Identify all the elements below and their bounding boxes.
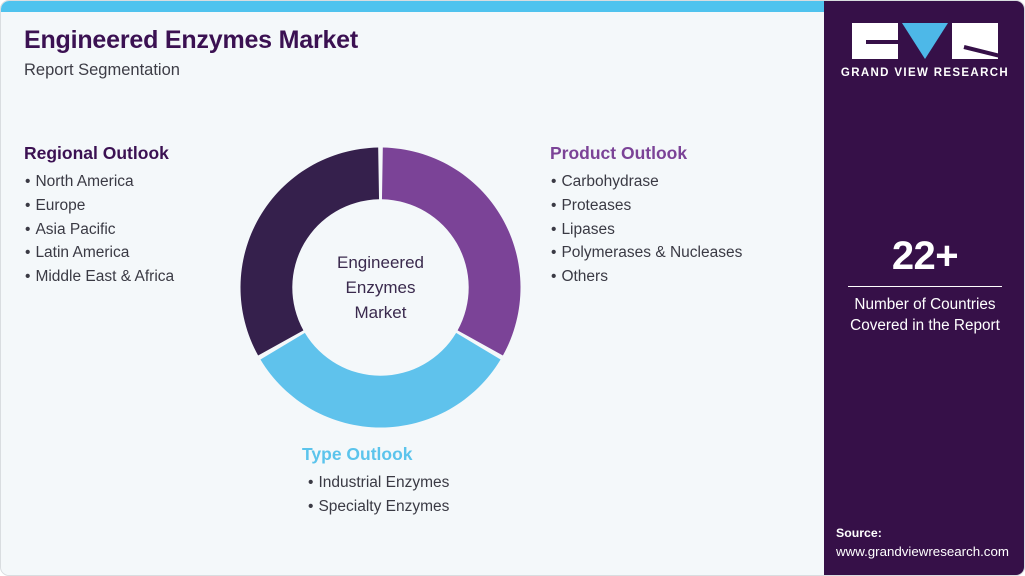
segmentation-donut-chart: Engineered Enzymes Market (240, 147, 521, 428)
source-label: Source: (836, 526, 882, 540)
source-url[interactable]: www.grandviewresearch.com (836, 544, 1009, 559)
donut-segment-regional (240, 147, 380, 356)
list-item: Europe (25, 194, 174, 218)
regional-outlook-heading: Regional Outlook (24, 143, 169, 163)
product-outlook-heading: Product Outlook (550, 143, 688, 163)
list-item: Middle East & Africa (25, 265, 174, 289)
logo-marks (852, 23, 998, 59)
page-title: Engineered Enzymes Market (24, 26, 359, 54)
logo-v-triangle-icon (902, 23, 948, 59)
stat-caption-line-1: Number of Countries (854, 296, 996, 313)
type-outlook-heading: Type Outlook (302, 444, 413, 464)
list-item: Asia Pacific (25, 218, 174, 242)
list-item: North America (25, 170, 174, 194)
logo-wordmark: GRAND VIEW RESEARCH (840, 67, 1010, 79)
regional-outlook-section: Regional Outlook North America Europe As… (24, 143, 174, 289)
list-item: Lipases (551, 218, 742, 242)
type-outlook-list: Industrial Enzymes Specialty Enzymes (302, 471, 449, 519)
brand-logo: GRAND VIEW RESEARCH (824, 23, 1024, 79)
left-content-panel: Engineered Enzymes Market Report Segment… (1, 12, 824, 575)
product-outlook-section: Product Outlook Carbohydrase Proteases L… (550, 143, 742, 289)
regional-outlook-list: North America Europe Asia Pacific Latin … (24, 170, 174, 289)
list-item: Latin America (25, 241, 174, 265)
list-item: Proteases (551, 194, 742, 218)
donut-segment-type (260, 332, 501, 428)
right-brand-panel: GRAND VIEW RESEARCH 22+ Number of Countr… (824, 1, 1024, 575)
donut-segment-product (381, 147, 521, 356)
list-item: Industrial Enzymes (308, 471, 449, 495)
type-outlook-section: Type Outlook Industrial Enzymes Specialt… (302, 444, 449, 519)
list-item: Polymerases & Nucleases (551, 241, 742, 265)
stat-block: 22+ Number of Countries Covered in the R… (824, 234, 1024, 336)
logo-r-icon (952, 23, 998, 59)
title-block: Engineered Enzymes Market Report Segment… (24, 26, 358, 80)
top-accent-bar (1, 1, 824, 12)
logo-g-icon (852, 23, 898, 59)
list-item: Carbohydrase (551, 170, 742, 194)
product-outlook-list: Carbohydrase Proteases Lipases Polymeras… (550, 170, 742, 289)
source-block: Source: www.grandviewresearch.com (836, 525, 1024, 561)
donut-svg (240, 147, 521, 428)
page-subtitle: Report Segmentation (24, 60, 180, 79)
stat-caption-line-2: Covered in the Report (850, 317, 1000, 334)
list-item: Others (551, 265, 742, 289)
list-item: Specialty Enzymes (308, 495, 449, 519)
stat-divider (848, 286, 1002, 287)
stat-value: 22+ (891, 234, 959, 278)
